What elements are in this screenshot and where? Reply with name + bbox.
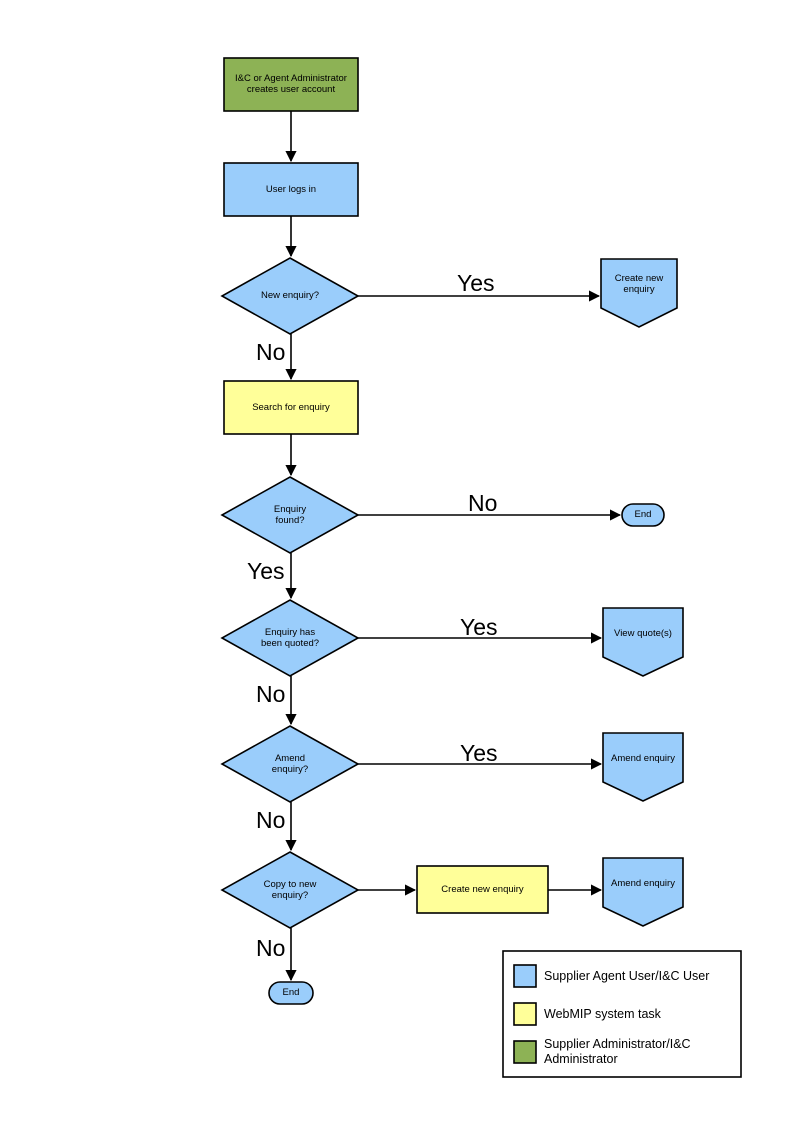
- legend-user-swatch[interactable]: [513, 964, 537, 988]
- admin-creates-account[interactable]: [223, 57, 359, 112]
- branch-label-yes-amend-enquiry: Yes: [460, 740, 498, 766]
- legend-box[interactable]: [502, 950, 742, 1078]
- create-new-enquiry-2[interactable]: [416, 865, 549, 914]
- branch-label-no-enquiry-found: No: [468, 490, 498, 516]
- branch-label-yes-enquiry-quoted: Yes: [460, 614, 498, 640]
- enquiry-found-decision[interactable]: [220, 476, 360, 554]
- create-new-enquiry-1[interactable]: [600, 258, 678, 328]
- connector-group: [285, 111, 622, 982]
- branch-label-no-new-enquiry: No: [256, 339, 286, 365]
- branch-label-no-copy-to-new: No: [256, 935, 286, 961]
- end-1[interactable]: [621, 503, 665, 527]
- search-for-enquiry[interactable]: [223, 380, 359, 435]
- amend-enquiry-decision[interactable]: [220, 725, 360, 803]
- amend-enquiry-2[interactable]: [602, 857, 684, 927]
- copy-to-new-enquiry-decision[interactable]: [220, 851, 360, 929]
- branch-label-yes-new-enquiry: Yes: [457, 270, 495, 296]
- shape-group: [220, 57, 742, 1078]
- legend-admin-swatch[interactable]: [513, 1040, 537, 1064]
- new-enquiry-decision[interactable]: [220, 257, 360, 335]
- enquiry-quoted-decision[interactable]: [220, 599, 360, 677]
- legend-system-swatch[interactable]: [513, 1002, 537, 1026]
- end-2[interactable]: [268, 981, 314, 1005]
- legend-admin-label: Supplier Administrator/I&C Administrator: [544, 1037, 691, 1066]
- user-logs-in[interactable]: [223, 162, 359, 217]
- branch-label-no-amend-enquiry: No: [256, 807, 286, 833]
- branch-label-yes-enquiry-found: Yes: [247, 558, 285, 584]
- legend-user-label: Supplier Agent User/I&C User: [544, 968, 710, 983]
- branch-label-no-enquiry-quoted: No: [256, 681, 286, 707]
- legend-system-label: WebMIP system task: [544, 1006, 661, 1021]
- view-quotes[interactable]: [602, 607, 684, 677]
- amend-enquiry-1[interactable]: [602, 732, 684, 802]
